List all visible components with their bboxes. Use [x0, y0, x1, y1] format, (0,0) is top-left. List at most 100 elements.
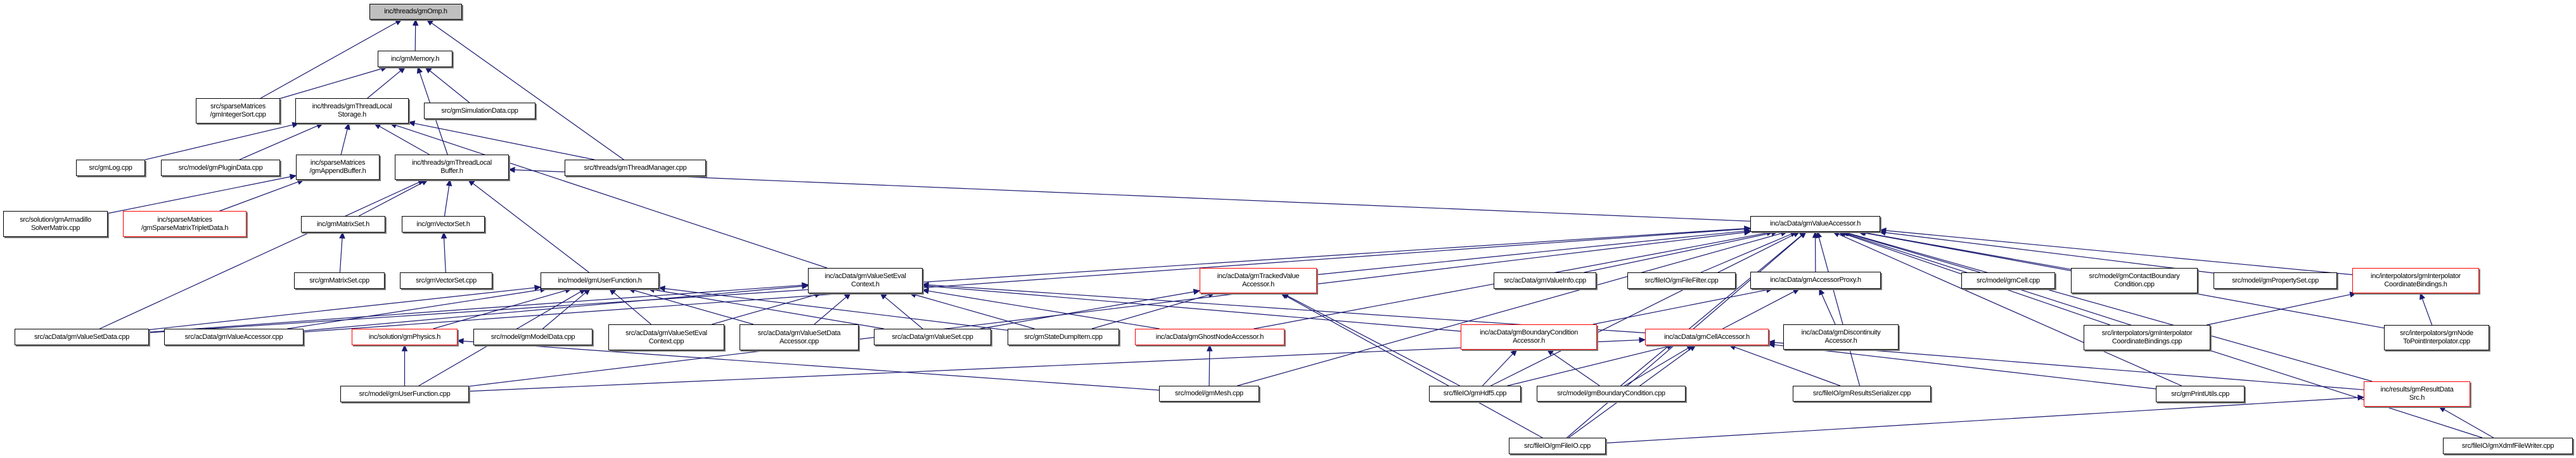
edge-log-to-tls	[144, 124, 293, 160]
graph-node-userfunccpp[interactable]: src/model/gmUserFunction.cpp	[340, 386, 469, 402]
edge-statedump-to-trackedh	[1091, 294, 1209, 329]
arrowhead-icon	[412, 18, 419, 26]
graph-node-physicsh[interactable]: inc/solution/gmPhysics.h	[352, 329, 458, 345]
edge-propset-to-valueaccessorh	[1885, 232, 2214, 274]
edge-matrixsetcpp-to-matrixseth	[339, 238, 343, 273]
arrowhead-icon	[1728, 344, 1736, 350]
arrowhead-icon	[1799, 231, 1807, 238]
graph-node-serializer[interactable]: src/fileIO/gmResultsSerializer.cpp	[1793, 386, 1931, 402]
arrowhead-icon	[339, 231, 345, 239]
graph-node-proxyh[interactable]: inc/acData/gmAccessorProxy.h	[1750, 272, 1881, 289]
edge-cellcpp-to-valueaccessorh	[1847, 232, 1980, 273]
graph-node-threadmgr[interactable]: src/threads/gmThreadManager.cpp	[565, 160, 706, 176]
graph-node-cellcpp[interactable]: src/model/gmCell.cpp	[1961, 272, 2055, 289]
edge-valueaccessorcpp-to-valueaccessorh	[303, 228, 1745, 333]
graph-node-matrixseth[interactable]: inc/gmMatrixSet.h	[301, 216, 385, 232]
edge-valuesetdata-to-valueaccessorh	[148, 228, 1745, 333]
graph-node-trackedh[interactable]: inc/acData/gmTrackedValue Accessor.h	[1200, 268, 1317, 293]
graph-node-cellaccessorh[interactable]: inc/acData/gmCellAccessor.h	[1645, 329, 1769, 345]
arrowhead-icon	[1744, 229, 1752, 236]
edge-resultsrc-to-cellaccessorh	[1774, 342, 2364, 390]
edge-intsort-to-memory	[279, 68, 382, 99]
graph-node-vsdaccessor[interactable]: src/acData/gmValueSetData Accessor.cpp	[740, 324, 859, 350]
graph-node-bccpp[interactable]: src/model/gmBoundaryCondition.cpp	[1537, 386, 1686, 402]
graph-node-memory[interactable]: inc/gmMemory.h	[378, 51, 452, 67]
arrowhead-icon	[608, 288, 617, 295]
edge-xdmf-to-resultsrc	[2444, 409, 2494, 438]
edge-modeldata-to-userfunch	[542, 292, 586, 329]
graph-node-plugin[interactable]: src/model/gmPluginData.cpp	[161, 160, 280, 176]
graph-node-statedump[interactable]: src/gmStateDumpItem.cpp	[1008, 329, 1119, 345]
graph-node-tls[interactable]: inc/threads/gmThreadLocal Storage.h	[295, 98, 409, 124]
graph-node-tlb[interactable]: inc/threads/gmThreadLocal Buffer.h	[395, 155, 509, 180]
edge-vsdaccessor-to-evalctxh	[814, 296, 847, 325]
edge-matrixseth-to-tlb	[359, 182, 423, 217]
arrowhead-icon	[316, 123, 324, 129]
graph-node-triplet[interactable]: inc/sparseMatrices /gmSparseMatrixTriple…	[123, 211, 247, 237]
arrowhead-icon	[1639, 336, 1646, 343]
edge-memory-to-omp	[414, 25, 416, 51]
graph-node-hdf5[interactable]: src/fileIO/gmHdf5.cpp	[1429, 386, 1521, 402]
graph-node-nodetopoint[interactable]: src/interpolators/gmNode ToPointInterpol…	[2384, 325, 2489, 350]
graph-node-evalctxh[interactable]: inc/acData/gmValueSetEval Context.h	[808, 268, 923, 293]
graph-node-omp: inc/threads/gmOmp.h	[369, 4, 462, 20]
graph-node-valuesetdata[interactable]: src/acData/gmValueSetData.cpp	[15, 329, 149, 345]
graph-node-armadillo[interactable]: src/solution/gmArmadillo SolverMatrix.cp…	[3, 211, 108, 237]
graph-node-contactbc[interactable]: src/model/gmContactBoundary Condition.cp…	[2071, 268, 2198, 293]
graph-node-interpcpp[interactable]: src/interpolators/gmInterpolator Coordin…	[2084, 325, 2210, 350]
edge-mesh-to-valueaccessorh	[1237, 232, 1782, 386]
graph-node-simdata[interactable]: src/gmSimulationData.cpp	[424, 103, 535, 119]
graph-node-vectorseth[interactable]: inc/gmVectorSet.h	[402, 216, 485, 232]
arrowhead-icon	[1193, 288, 1201, 295]
graph-node-mesh[interactable]: src/model/gmMesh.cpp	[1159, 386, 1259, 402]
graph-node-userfunch[interactable]: inc/model/gmUserFunction.h	[541, 272, 659, 289]
edge-statedump-to-evalctxh	[915, 294, 1035, 329]
graph-node-valueinfo[interactable]: src/acData/gmValueInfo.cpp	[1494, 272, 1596, 289]
edge-valueaccessorcpp-to-userfunch	[287, 289, 541, 329]
arrowhead-icon	[2419, 292, 2426, 300]
graph-node-printutils[interactable]: src/gmPrintUtils.cpp	[2156, 386, 2245, 402]
graph-node-resultsrc[interactable]: inc/results/gmResultData Src.h	[2364, 381, 2470, 407]
graph-node-filefilter[interactable]: src/fileIO/gmFileFilter.cpp	[1627, 272, 1736, 289]
graph-node-ghosth[interactable]: inc/acData/gmGhostNodeAccessor.h	[1135, 329, 1285, 345]
graph-node-matrixsetcpp[interactable]: src/gmMatrixSet.cpp	[294, 272, 385, 289]
graph-node-fileio[interactable]: src/fileIO/gmFileIO.cpp	[1509, 438, 1606, 454]
arrowhead-icon	[407, 120, 416, 127]
graph-node-interph[interactable]: inc/interpolators/gmInterpolator Coordin…	[2352, 268, 2479, 293]
arrowhead-icon	[843, 293, 852, 300]
graph-node-valueaccessorcpp[interactable]: src/acData/gmValueAccessor.cpp	[164, 329, 304, 345]
graph-node-log[interactable]: src/gmLog.cpp	[76, 160, 145, 176]
edge-cellaccessorh-to-proxyh	[1722, 291, 1795, 329]
edge-discontinuityh-to-proxyh	[1821, 293, 1836, 325]
graph-node-evalctxcpp[interactable]: src/acData/gmValueSetEval Context.cpp	[608, 324, 724, 350]
graph-node-xdmf[interactable]: src/fileIO/gmXdmfFileWriter.cpp	[2443, 438, 2573, 454]
arrowhead-icon	[1767, 339, 1775, 346]
edge-userfunccpp-to-cellaccessorh	[468, 340, 1640, 392]
edge-valuesetdata-to-evalctxh	[148, 284, 803, 333]
graph-node-modeldata[interactable]: src/model/gmModelData.cpp	[473, 329, 593, 345]
edge-hdf5-to-trackedh	[1287, 295, 1460, 386]
graph-node-vectorsetcpp[interactable]: src/gmVectorSet.cpp	[400, 272, 492, 289]
edge-serializer-to-valueaccessorh	[1818, 237, 1861, 386]
edge-evalctxcpp-to-evalctxh	[712, 294, 816, 325]
arrowhead-icon	[445, 179, 452, 187]
edge-simdata-to-memory	[429, 70, 470, 103]
graph-node-append[interactable]: inc/sparseMatrices /gmAppendBuffer.h	[296, 155, 380, 180]
arrowhead-icon	[1816, 231, 1823, 239]
arrowhead-icon	[297, 179, 305, 185]
graph-node-bcaccessorh[interactable]: inc/acData/gmBoundaryCondition Accessor.…	[1461, 324, 1597, 350]
graph-node-valueset[interactable]: src/acData/gmValueSet.cpp	[874, 329, 991, 345]
edge-mesh-to-physicsh	[463, 340, 1160, 391]
edge-interph-to-valueaccessorh	[1885, 230, 2353, 276]
graph-node-intsort[interactable]: src/sparseMatrices /gmIntegerSort.cpp	[196, 98, 280, 124]
edge-tlb-to-tls	[379, 125, 430, 155]
edge-threadmgr-to-tls	[414, 123, 595, 160]
graph-node-propset[interactable]: src/model/gmPropertySet.cpp	[2214, 272, 2337, 289]
arrowhead-icon	[2438, 406, 2446, 412]
arrowhead-icon	[1879, 227, 1887, 234]
edge-valuesetdata-to-userfunch	[148, 287, 535, 331]
arrowhead-icon	[880, 293, 887, 300]
graph-node-valueaccessorh[interactable]: inc/acData/gmValueAccessor.h	[1750, 216, 1880, 232]
edge-vectorseth-to-tlb	[444, 185, 450, 217]
graph-node-discontinuityh[interactable]: inc/acData/gmDiscontinuity Accessor.h	[1783, 324, 1899, 350]
